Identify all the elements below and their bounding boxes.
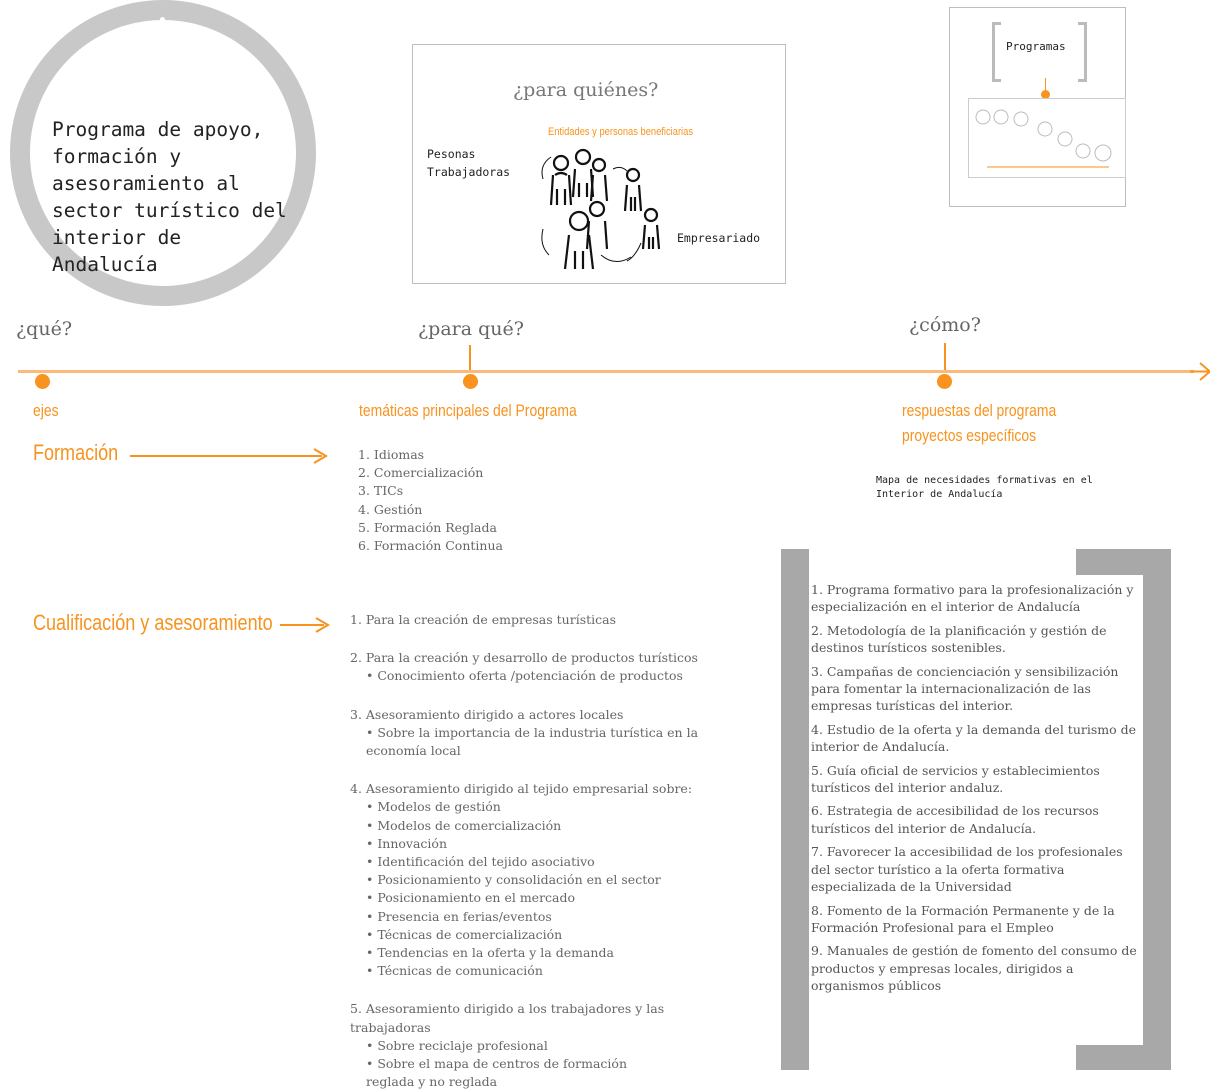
asesoramiento-item-2: 2. Para la creación y desarrollo de prod…: [350, 650, 698, 666]
asesoramiento-item-5: 5. Asesoramiento dirigido a los trabajad…: [350, 1001, 665, 1035]
asesoramiento-subitem: • Sobre el mapa de centros de formación …: [366, 1056, 627, 1090]
tematicas-list: 1. Idiomas 2. Comercialización 3. TICs 4…: [358, 446, 503, 555]
asesoramiento-subitem: • Sobre la importancia de la industria t…: [366, 724, 699, 759]
tematica-item: 2. Comercialización: [358, 465, 484, 481]
proyectos-list: 1. Programa formativo para la profesiona…: [811, 581, 1143, 1001]
frame-programas[interactable]: Programas: [949, 7, 1126, 207]
asesoramiento-subitem: • Tendencias en la oferta y la demanda: [366, 945, 614, 961]
axis-formacion: Formación: [33, 440, 119, 465]
timeline-line: [18, 370, 1194, 373]
axis-cualificacion: Cualificación y asesoramiento: [33, 610, 273, 635]
asesoramiento-subitem: • Técnicas de comunicación: [366, 963, 543, 979]
frame-subtitle: Entidades y personas beneficiarias: [548, 126, 694, 138]
arrow-formacion: [130, 448, 328, 464]
question-que: ¿qué?: [16, 318, 73, 340]
asesoramiento-item-3: 3. Asesoramiento dirigido a actores loca…: [350, 706, 624, 722]
tematica-item: 1. Idiomas: [358, 447, 425, 462]
asesoramiento-list: 1. Para la creación de empresas turístic…: [350, 611, 720, 1091]
timeline-dot-como: [937, 374, 952, 389]
arrow-cualificacion: [280, 617, 330, 633]
proyecto-item: 4. Estudio de la oferta y la demanda del…: [811, 721, 1137, 755]
frame-question: ¿para quiénes?: [513, 79, 659, 101]
bracket-left-top: [781, 549, 807, 575]
programas-bracket-left: [992, 22, 1001, 82]
asesoramiento-subitem: • Técnicas de comercialización: [366, 926, 563, 942]
asesoramiento-subitem: • Identificación del tejido asociativo: [366, 854, 595, 870]
proyecto-item: 9. Manuales de gestión de fomento del co…: [811, 943, 1137, 994]
asesoramiento-subitem: • Modelos de gestión: [366, 799, 501, 815]
tematica-item: 6. Formación Continua: [358, 538, 503, 554]
frame-para-quienes[interactable]: ¿para quiénes? Entidades y personas bene…: [412, 44, 786, 284]
label-personas-trabajadoras: Pesonas Trabajadoras: [427, 147, 511, 179]
circle-dot: [160, 17, 165, 22]
programas-bracket-right: [1078, 22, 1087, 82]
question-como: ¿cómo?: [909, 314, 981, 336]
bracket-left-bottom: [781, 1045, 807, 1070]
tematica-item: 3. TICs: [358, 483, 404, 499]
proyecto-item: 2. Metodología de la planificación y ges…: [811, 622, 1107, 656]
tematica-item: 5. Formación Reglada: [358, 519, 497, 535]
bracket-right-bar: [1143, 549, 1171, 1070]
programas-thumbnail: [968, 98, 1126, 178]
asesoramiento-subitem: • Modelos de comercialización: [366, 817, 562, 833]
proyecto-item: 8. Fomento de la Formación Permanente y …: [811, 902, 1115, 935]
mapa-note: Mapa de necesidades formativas en el Int…: [876, 475, 1093, 500]
asesoramiento-subitem: • Conocimiento oferta /potenciación de p…: [366, 668, 683, 684]
bracket-right-bottom: [1076, 1045, 1171, 1070]
question-para-que: ¿para qué?: [418, 318, 524, 340]
timeline-dot-que: [35, 374, 50, 389]
people-group-illustration: [541, 148, 661, 270]
asesoramiento-subitem: • Posicionamiento y consolidación en el …: [366, 872, 661, 888]
header-ejes: ejes: [33, 401, 59, 420]
bracket-right-top: [1076, 549, 1171, 575]
programas-connector-dot: [1041, 90, 1050, 99]
tematica-item: 4. Gestión: [358, 501, 423, 517]
asesoramiento-subitem: • Sobre reciclaje profesional: [366, 1037, 548, 1053]
tick-como: [944, 343, 946, 371]
bracket-left-bar: [781, 549, 809, 1070]
proyecto-item: 1. Programa formativo para la profesiona…: [811, 582, 1134, 615]
asesoramiento-subitem: • Innovación: [366, 835, 447, 851]
asesoramiento-item-4: 4. Asesoramiento dirigido al tejido empr…: [350, 781, 693, 797]
proyecto-item: 7. Favorecer la accesibilidad de los pro…: [811, 844, 1123, 895]
asesoramiento-subitem: • Posicionamiento en el mercado: [366, 890, 576, 906]
label-empresariado: Empresariado: [677, 231, 761, 245]
main-title: Programa de apoyo, formación y asesorami…: [52, 118, 287, 276]
thumbnail-circles-graphic: [975, 109, 1112, 168]
proyectos-bracket: [781, 549, 1171, 1070]
asesoramiento-item-1: 1. Para la creación de empresas turístic…: [350, 612, 617, 627]
timeline-dot-para-que: [463, 374, 478, 389]
proyecto-item: 6. Estrategia de accesibilidad de los re…: [811, 803, 1099, 836]
header-tematicas: temáticas principales del Programa: [359, 401, 577, 420]
asesoramiento-subitem: • Presencia en ferias/eventos: [366, 908, 552, 924]
header-respuestas: respuestas del programa: [902, 401, 1057, 420]
proyecto-item: 3. Campañas de concienciación y sensibil…: [811, 663, 1119, 714]
programas-connector-line: [1045, 78, 1046, 92]
tick-para-que: [469, 345, 471, 371]
programas-label: Programas: [1006, 40, 1066, 53]
timeline-arrow-head: [1190, 362, 1210, 381]
header-proyectos: proyectos específicos: [902, 426, 1037, 445]
proyecto-item: 5. Guía oficial de servicios y estableci…: [811, 762, 1100, 796]
